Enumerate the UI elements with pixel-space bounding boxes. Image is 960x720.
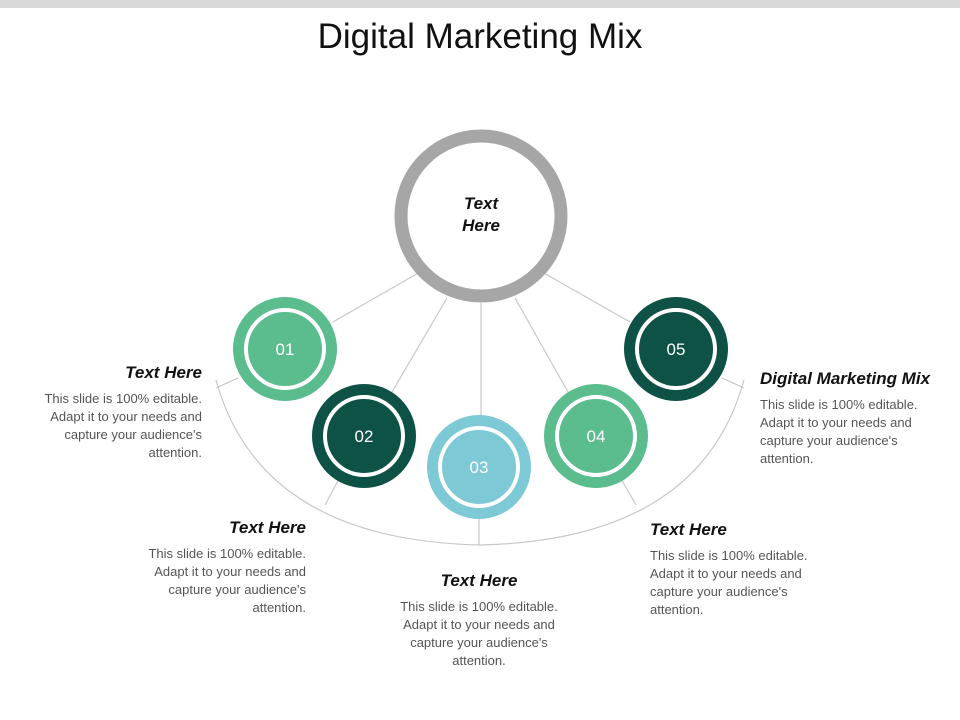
node-04-outer-circle bbox=[544, 384, 648, 488]
text-block-05: Digital Marketing Mix This slide is 100%… bbox=[760, 368, 960, 468]
text-block-05-heading: Digital Marketing Mix bbox=[760, 369, 931, 388]
text-block-01: Text Here This slide is 100% editable. A… bbox=[2, 362, 202, 462]
tick-05 bbox=[721, 377, 745, 389]
node-02-number: 02 bbox=[355, 427, 374, 446]
text-block-02-body: This slide is 100% editable. Adapt it to… bbox=[148, 546, 306, 615]
text-block-04-heading: Text Here bbox=[650, 520, 727, 539]
text-block-02: Text Here This slide is 100% editable. A… bbox=[106, 517, 306, 617]
connector-arc bbox=[215, 379, 745, 546]
node-02-inner-ring bbox=[323, 395, 405, 477]
node-01-outer-circle bbox=[233, 297, 337, 401]
node-01-inner-ring bbox=[244, 308, 326, 390]
node-03-inner-ring bbox=[438, 426, 520, 508]
node-03-outer-circle bbox=[427, 415, 531, 519]
tick-01 bbox=[215, 377, 239, 389]
node-03-number: 03 bbox=[470, 458, 489, 477]
center-label: Text Here bbox=[462, 194, 500, 235]
text-block-03: Text Here This slide is 100% editable. A… bbox=[379, 570, 579, 670]
node-04: 04 bbox=[544, 384, 648, 488]
node-05: 05 bbox=[624, 297, 728, 401]
connector-line-02 bbox=[391, 297, 448, 393]
text-block-04: Text Here This slide is 100% editable. A… bbox=[650, 519, 850, 619]
text-block-01-heading: Text Here bbox=[125, 363, 202, 382]
node-01-number: 01 bbox=[276, 340, 295, 359]
node-04-inner-ring bbox=[555, 395, 637, 477]
text-block-03-heading: Text Here bbox=[440, 571, 518, 590]
text-block-03-body: This slide is 100% editable. Adapt it to… bbox=[400, 599, 558, 668]
node-05-number: 05 bbox=[667, 340, 686, 359]
text-block-01-body: This slide is 100% editable. Adapt it to… bbox=[44, 391, 202, 460]
node-05-outer-circle bbox=[624, 297, 728, 401]
connector-line-04 bbox=[514, 297, 569, 393]
node-02: 02 bbox=[312, 384, 416, 488]
text-block-04-body: This slide is 100% editable. Adapt it to… bbox=[650, 548, 808, 617]
center-ring bbox=[394, 129, 568, 303]
text-block-05-body: This slide is 100% editable. Adapt it to… bbox=[760, 397, 918, 466]
node-05-inner-ring bbox=[635, 308, 717, 390]
tick-02 bbox=[324, 476, 341, 506]
top-accent-bar bbox=[0, 0, 960, 8]
connector-line-01 bbox=[332, 271, 421, 323]
node-04-number: 04 bbox=[587, 427, 606, 446]
text-block-02-heading: Text Here bbox=[229, 518, 306, 537]
node-02-outer-circle bbox=[312, 384, 416, 488]
node-01: 01 bbox=[233, 297, 337, 401]
slide-title: Digital Marketing Mix bbox=[317, 17, 643, 56]
connector-line-05 bbox=[541, 271, 631, 323]
tick-04 bbox=[619, 476, 637, 506]
node-03: 03 bbox=[427, 415, 531, 519]
